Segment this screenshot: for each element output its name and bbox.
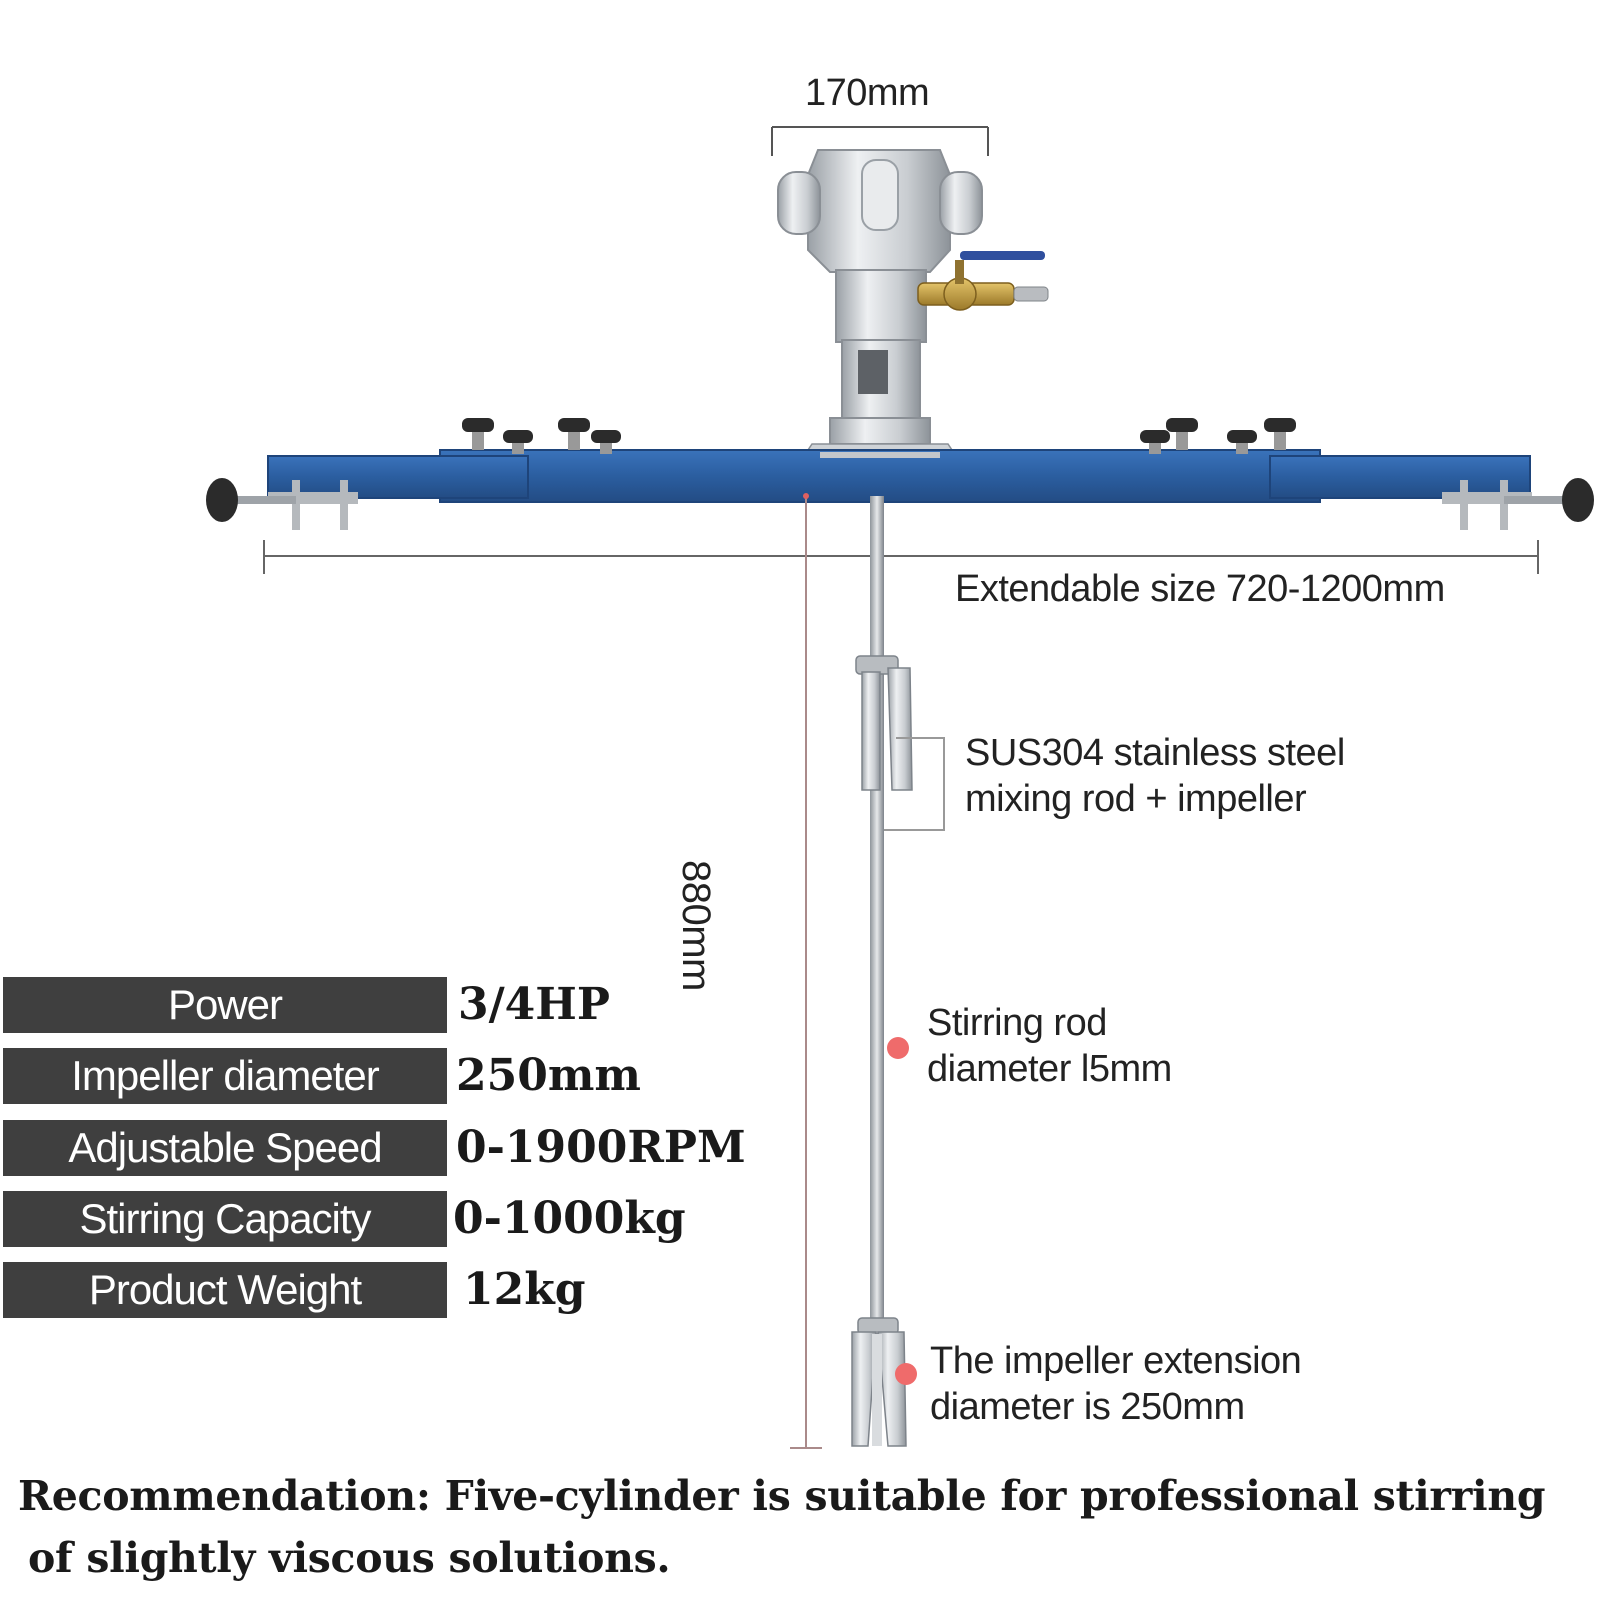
spec-label: Impeller diameter <box>3 1048 447 1104</box>
air-motor <box>777 149 983 457</box>
rod-diameter-callout: Stirring rod diameter l5mm <box>927 1000 1172 1092</box>
spec-label: Stirring Capacity <box>3 1191 447 1247</box>
motor-width-dimension-line <box>771 126 989 156</box>
recommendation-line-2: of slightly viscous solutions. <box>28 1534 671 1582</box>
spec-label: Power <box>3 977 447 1033</box>
extendable-width-dimension-line <box>263 540 1539 574</box>
spec-value: 0-1000kg <box>453 1193 686 1244</box>
rod-diameter-marker <box>887 1037 909 1059</box>
rod-length-label: 880mm <box>674 860 718 991</box>
spec-label: Adjustable Speed <box>3 1120 447 1176</box>
stirring-rod <box>870 496 884 1326</box>
recommendation-text: Recommendation: Five-cylinder is suitabl… <box>18 1465 1593 1589</box>
extendable-size-label: Extendable size 720-1200mm <box>955 568 1445 610</box>
impeller-marker <box>895 1363 917 1385</box>
clamp-knobs <box>462 418 1296 454</box>
impeller-extension-callout: The impeller extension diameter is 250mm <box>930 1338 1302 1430</box>
recommendation-line-1: Recommendation: Five-cylinder is suitabl… <box>18 1472 1546 1520</box>
lower-impeller <box>851 1317 907 1447</box>
rod-material-callout: SUS304 stainless steel mixing rod + impe… <box>965 730 1345 822</box>
impeller-extension-line-2: diameter is 250mm <box>930 1386 1245 1428</box>
rod-diameter-line-2: diameter l5mm <box>927 1048 1172 1090</box>
spec-value: 3/4HP <box>458 979 610 1030</box>
end-clamp-left <box>206 478 358 530</box>
rod-diameter-line-1: Stirring rod <box>927 1002 1107 1044</box>
upper-impeller <box>855 655 913 791</box>
spec-label: Product Weight <box>3 1262 447 1318</box>
rod-material-line-1: SUS304 stainless steel <box>965 732 1345 774</box>
impeller-extension-line-1: The impeller extension <box>930 1340 1302 1382</box>
rod-material-line-2: mixing rod + impeller <box>965 778 1307 820</box>
end-clamp-right <box>1442 478 1594 530</box>
spec-value: 12kg <box>463 1264 586 1315</box>
dimension-origin-marker <box>803 493 809 499</box>
extendable-frame <box>267 449 1531 503</box>
rod-length-dimension-line <box>790 496 822 1449</box>
spec-value: 250mm <box>456 1050 641 1101</box>
rod-callout-bracket <box>884 737 945 831</box>
spec-value: 0-1900RPM <box>456 1122 746 1173</box>
motor-width-label: 170mm <box>805 72 930 114</box>
air-valve <box>917 251 1049 311</box>
